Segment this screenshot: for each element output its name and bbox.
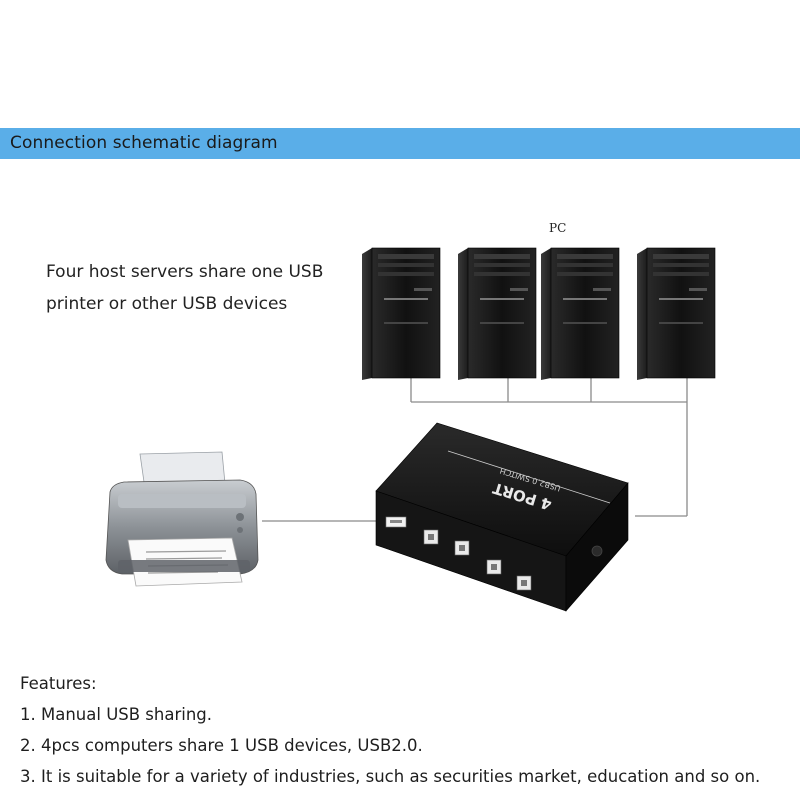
usb-switch: 4 PORT USB2.0 SWITCH [375, 422, 629, 612]
connection-diagram: 4 PORT USB2.0 SWITCH [105, 247, 716, 612]
printer-icon [105, 451, 259, 587]
usb-b-port [454, 540, 470, 556]
feature-item: 3. It is suitable for a variety of indus… [20, 767, 761, 786]
features-section: Features: 1. Manual USB sharing. 2. 4pcs… [20, 668, 800, 792]
usb-b-port [486, 559, 502, 575]
diagram-caption: Four host servers share one USB printer … [46, 262, 324, 314]
pc-tower [637, 247, 716, 380]
section-banner: Connection schematic diagram [0, 128, 800, 159]
pc-tower [458, 247, 537, 380]
section-title: Connection schematic diagram [10, 133, 278, 153]
features-heading: Features: [20, 674, 97, 693]
usb-b-port [516, 575, 532, 591]
switch-button [591, 545, 603, 557]
feature-item: 1. Manual USB sharing. [20, 705, 213, 724]
pc-label: PC [549, 221, 567, 235]
pc-tower [541, 247, 620, 380]
feature-item: 2. 4pcs computers share 1 USB devices, U… [20, 736, 423, 755]
usb-a-port [385, 516, 407, 528]
usb-b-port [423, 529, 439, 545]
pc-tower [362, 247, 441, 380]
connection-wires [262, 378, 688, 522]
